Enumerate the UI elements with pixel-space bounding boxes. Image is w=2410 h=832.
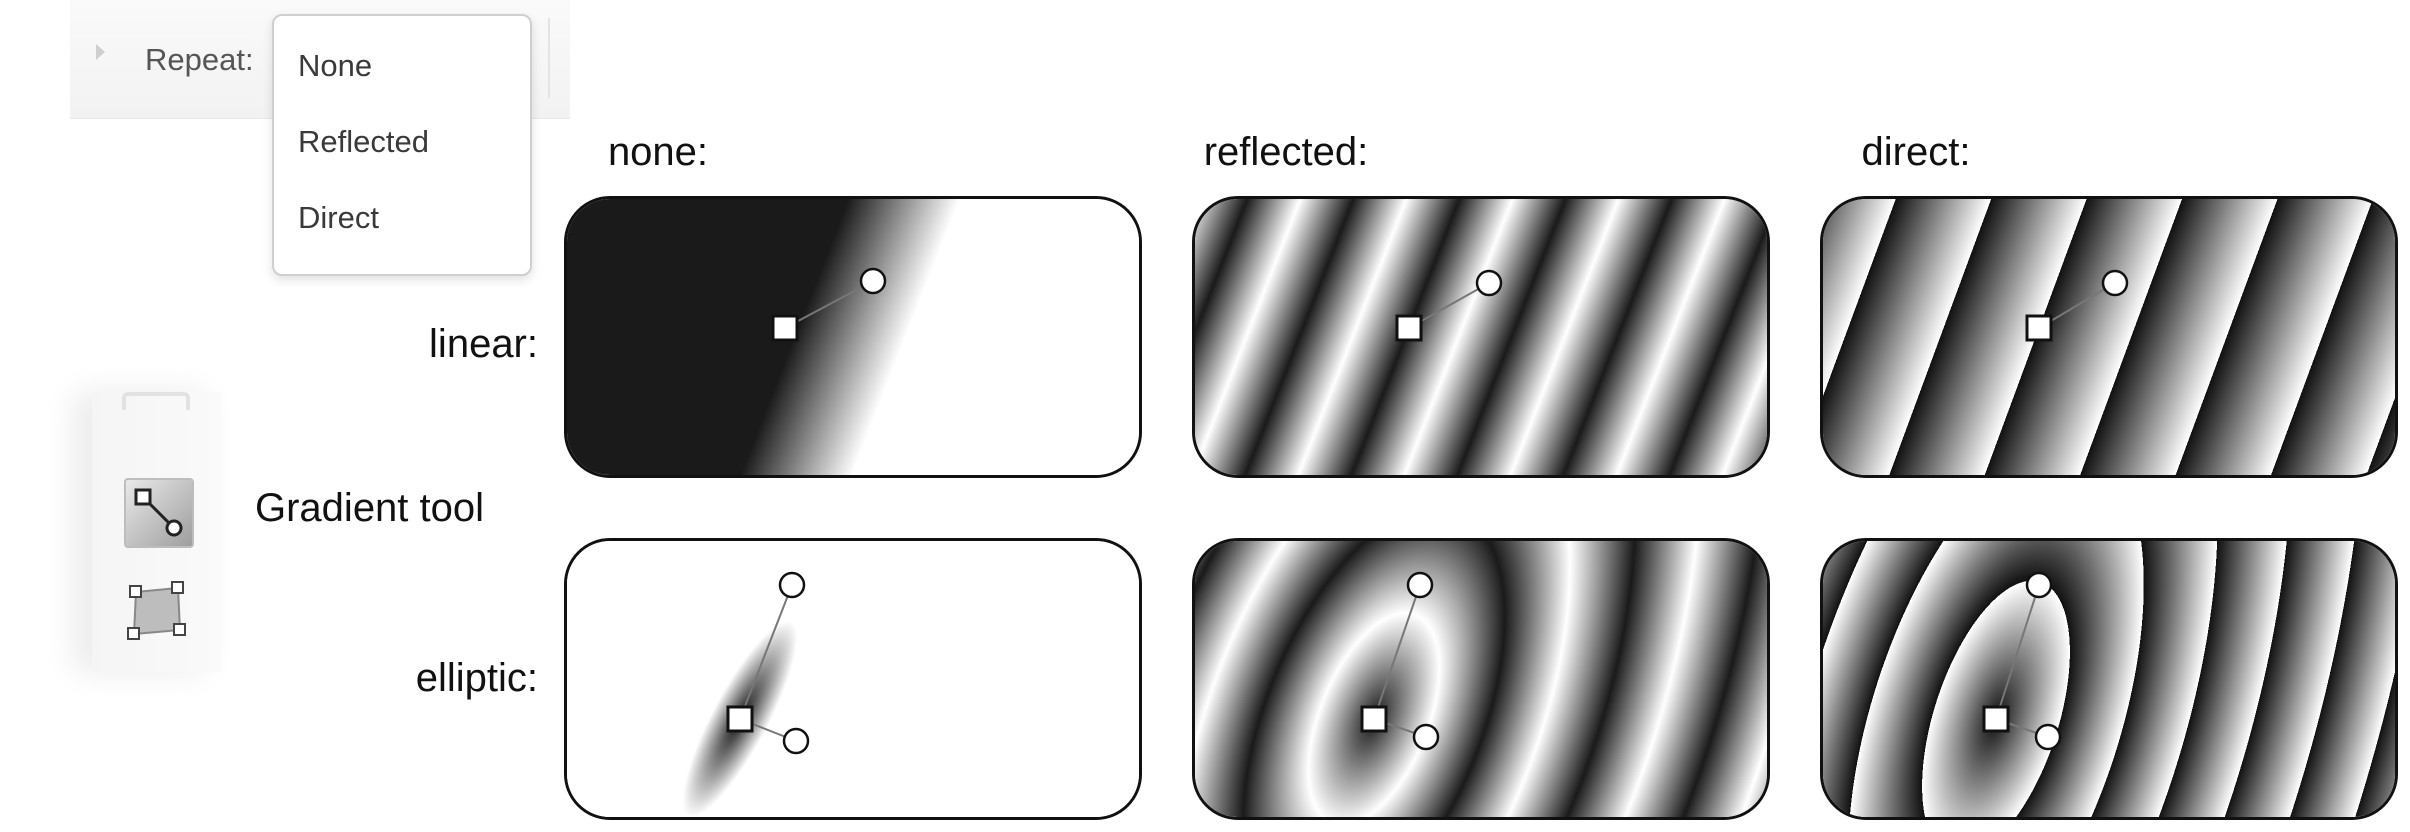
mesh-transform-tool-button[interactable] <box>124 578 190 644</box>
gradient-center-handle <box>726 705 754 733</box>
gradient-focus-handle <box>1412 723 1440 751</box>
gradient-end-handle <box>859 267 887 295</box>
column-header-none: none: <box>607 130 709 174</box>
chevron-right-icon <box>96 44 105 60</box>
toolbar-divider <box>548 18 550 98</box>
row-header-linear: linear: <box>429 322 538 366</box>
gradient-radius-handle <box>1406 571 1434 599</box>
gradient-radius-handle <box>778 571 806 599</box>
gradient-focus-handle <box>2034 723 2062 751</box>
gradient-start-handle <box>771 314 799 342</box>
gradient-start-handle <box>2025 314 2053 342</box>
gradient-panel-elliptic-reflected <box>1192 538 1770 820</box>
option-none[interactable]: None <box>298 48 373 83</box>
row-header-elliptic: elliptic: <box>415 656 538 700</box>
gradient-panel-elliptic-direct <box>1820 538 2398 820</box>
gradient-end-handle <box>2101 269 2129 297</box>
gradient-panel-elliptic-none <box>564 538 1142 820</box>
option-reflected[interactable]: Reflected <box>298 124 429 159</box>
repeat-label: Repeat: <box>145 42 254 77</box>
gradient-end-handle <box>1475 269 1503 297</box>
option-direct[interactable]: Direct <box>298 200 379 235</box>
gradient-panel-linear-reflected <box>1192 196 1770 478</box>
column-header-reflected: reflected: <box>1203 130 1369 174</box>
gradient-tool-button[interactable] <box>124 478 194 548</box>
column-header-direct: direct: <box>1861 130 1971 174</box>
repeat-dropdown[interactable]: None Reflected Direct <box>272 14 532 276</box>
gradient-start-handle <box>1395 314 1423 342</box>
gradient-center-handle <box>1360 705 1388 733</box>
mesh-transform-icon <box>127 581 186 640</box>
gradient-tool-label: Gradient tool <box>255 486 485 530</box>
palette-handle <box>122 392 190 410</box>
gradient-tool-icon <box>134 488 183 537</box>
gradient-focus-handle <box>782 727 810 755</box>
gradient-center-handle <box>1982 705 2010 733</box>
gradient-panel-linear-direct <box>1820 196 2398 478</box>
gradient-radius-handle <box>2025 571 2053 599</box>
gradient-panel-linear-none <box>564 196 1142 478</box>
